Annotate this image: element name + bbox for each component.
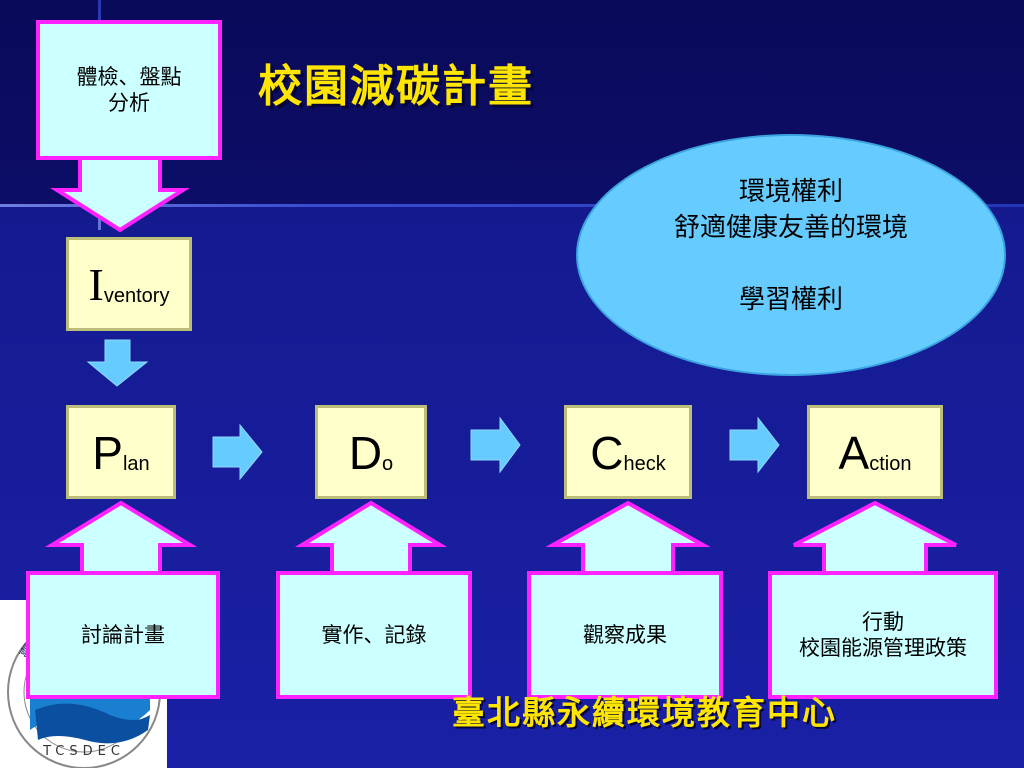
bottom-box-1-line1: 討論計畫 (81, 623, 165, 647)
plan-letter: P (92, 427, 123, 479)
logo-text: TCSDEC (42, 744, 125, 759)
implement-record-box: 實作、記錄 (276, 571, 472, 699)
do-rest: o (382, 453, 394, 475)
top-box-line2: 分析 (108, 91, 150, 115)
up-arrow-icon-1 (44, 500, 198, 575)
right-arrow-icon-2 (470, 416, 521, 474)
plan-rest: lan (122, 453, 150, 475)
ellipse-line2: 舒適健康友善的環境 (673, 213, 908, 243)
rights-ellipse: 環境權利 舒適健康友善的環境 學習權利 (576, 134, 1006, 376)
up-arrow-icon-2 (294, 500, 448, 575)
ellipse-line4: 學習權利 (738, 285, 843, 315)
observe-results-box: 觀察成果 (527, 571, 723, 699)
top-box-line1: 體檢、盤點 (76, 65, 182, 89)
action-letter: A (838, 427, 870, 479)
check-letter: C (590, 427, 624, 479)
up-arrow-icon-4 (793, 500, 957, 575)
inventory-rest: ventory (103, 285, 170, 307)
action-policy-box: 行動 校園能源管理政策 (768, 571, 998, 699)
do-letter: D (348, 427, 383, 479)
bottom-box-3-line1: 觀察成果 (583, 623, 667, 647)
action-rest: ction (869, 453, 912, 475)
check-rest: heck (623, 453, 666, 475)
right-arrow-icon-1 (212, 423, 263, 481)
inventory-analysis-box: 體檢、盤點 分析 (36, 20, 222, 160)
page-title: 校園減碳計畫 (258, 61, 534, 112)
ellipse-line1: 環境權利 (738, 177, 843, 207)
up-arrow-icon-3 (545, 500, 711, 575)
organization-footer: 臺北縣永續環境教育中心 (452, 693, 837, 732)
bottom-box-4-line2: 校園能源管理政策 (799, 636, 967, 660)
inventory-letter: I (88, 259, 104, 310)
discuss-plan-box: 討論計畫 (26, 571, 220, 699)
down-arrow-small-icon (86, 339, 149, 387)
bottom-box-4-line1: 行動 (862, 610, 904, 634)
decorative-horizontal-line (0, 204, 1024, 207)
ellipse-line3 (578, 246, 1004, 282)
down-arrow-icon (50, 148, 190, 233)
right-arrow-icon-3 (729, 416, 780, 474)
bottom-box-2-line1: 實作、記錄 (321, 623, 427, 647)
